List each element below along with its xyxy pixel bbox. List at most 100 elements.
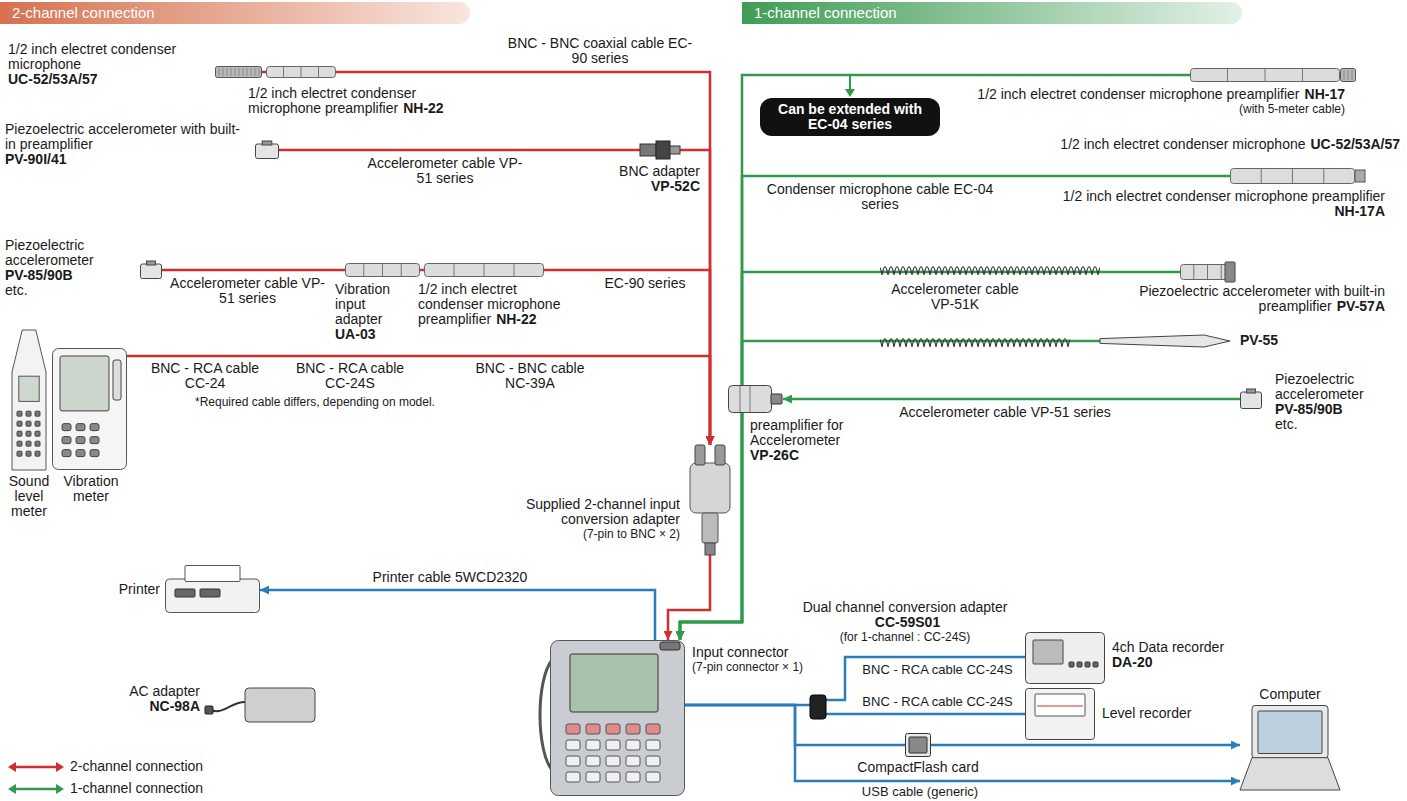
part-label: 1/2 inch electret condenser microphone p… xyxy=(1063,188,1385,204)
label-block: Computer xyxy=(1240,687,1340,702)
drawing-part xyxy=(35,421,40,426)
level-recorder: Level recorder xyxy=(1025,688,1095,740)
model-number: PV-55 xyxy=(1240,333,1320,348)
part-label: 1-channel connection xyxy=(754,5,1242,21)
compactflash-card-drawing xyxy=(905,733,931,757)
callout-arrowhead xyxy=(845,89,855,97)
preamplifier: 1/2 inch electret condenser microphone p… xyxy=(424,263,544,277)
data-recorder-drawing xyxy=(1025,632,1105,684)
drawing-part xyxy=(810,695,826,719)
section-header: 1-channel connection xyxy=(742,2,1242,24)
drawing-part xyxy=(646,756,660,766)
drawing-part xyxy=(1085,662,1090,667)
part-label: 1/2 inch electret condenser microphone p… xyxy=(248,85,416,116)
label-block: 2-channel connection xyxy=(0,2,470,21)
part-label: 1/2 inch electret condenser microphone xyxy=(1060,136,1305,152)
compactflash-card: CompactFlash card xyxy=(905,733,931,757)
drawing-part xyxy=(1225,262,1235,282)
vibration-meter: Vibration meter xyxy=(52,348,127,470)
drawing-part xyxy=(1247,389,1256,393)
drawing-part xyxy=(301,67,302,77)
part-label: etc. xyxy=(1275,417,1395,432)
accelerometer-preamplifier: preamplifier for AccelerometerVP-26C xyxy=(728,385,783,413)
drawing-part xyxy=(223,68,224,76)
part-label: Dual channel conversion adapter xyxy=(803,599,1008,615)
model-number: UC-52/53A/57 xyxy=(1311,137,1401,152)
conversion-adapter-drawing xyxy=(685,445,735,555)
drawing-part xyxy=(1069,662,1074,667)
cable-label-block: BNC - RCA cable CC-24S xyxy=(855,662,1020,677)
ac-adapter: AC adapterNC-98A xyxy=(205,680,315,725)
drawing-part xyxy=(26,451,31,456)
label-block: Piezoelectric accelerometer with built-i… xyxy=(1080,284,1385,314)
drawing-part xyxy=(185,566,240,582)
label-block: 1/2 inch electret condenser microphone p… xyxy=(418,282,583,327)
cable-label-block: Condenser microphone cable EC-04 series xyxy=(760,182,1000,212)
drawing-part xyxy=(1348,70,1349,80)
accelerometer: Piezoelectric accelerometerPV-85/90Betc. xyxy=(140,261,162,279)
drawing-part xyxy=(626,772,640,782)
part-label: CompactFlash card xyxy=(840,760,996,775)
input-adapter-drawing xyxy=(345,263,420,277)
drawing-part xyxy=(14,766,58,769)
label-block: Printer xyxy=(100,582,160,597)
drawing-part xyxy=(690,463,730,513)
drawing-part xyxy=(566,740,580,750)
drawing-part xyxy=(113,360,121,400)
sound-level-meter: Sound level meter xyxy=(12,330,46,470)
drawing-part xyxy=(454,264,455,276)
label-block: 1/2 inch electret condenser microphone p… xyxy=(1030,189,1385,219)
model-number: NH-17 xyxy=(1305,87,1345,102)
label-block: Sound level meter xyxy=(3,474,55,519)
drawing-part xyxy=(219,68,220,76)
drawing-part xyxy=(26,421,31,426)
drawing-part xyxy=(660,642,680,650)
conversion-adapter: Supplied 2-channel input conversion adap… xyxy=(685,445,735,555)
model-number: VP-52C xyxy=(590,179,700,194)
drawing-part xyxy=(200,589,220,597)
part-label: Computer xyxy=(1240,687,1340,702)
model-number: NH-17A xyxy=(1334,204,1385,219)
drawing-part xyxy=(14,788,58,791)
cable-label: Accelerometer cable VP-51 series xyxy=(368,155,523,186)
drawing-part xyxy=(750,386,751,412)
drawing-part xyxy=(606,740,620,750)
part-label: Vibration meter xyxy=(52,474,130,504)
drawing-part xyxy=(227,68,228,76)
cable-label: Condenser microphone cable EC-04 series xyxy=(767,181,993,212)
cable-line xyxy=(680,413,742,640)
cable-line xyxy=(680,341,1100,640)
drawing-part xyxy=(640,144,656,156)
preamplifier-drawing xyxy=(424,263,544,277)
drawing-part xyxy=(586,772,600,782)
part-label: (7-pin to BNC × 2) xyxy=(470,527,680,541)
drawing-part xyxy=(90,450,99,457)
drawing-part xyxy=(1258,711,1322,754)
drawing-part xyxy=(425,264,544,277)
coiled-cable xyxy=(880,266,1100,278)
drawing-part xyxy=(318,67,319,77)
drawing-part xyxy=(586,740,600,750)
drawing-part xyxy=(1026,689,1095,740)
drawing-part xyxy=(670,146,680,154)
drawing-part xyxy=(606,724,620,734)
printer-drawing xyxy=(165,565,260,613)
drawing-part xyxy=(626,740,640,750)
cable-label: Accelerometer cable VP-51 series xyxy=(170,275,325,306)
drawing-part xyxy=(147,261,156,265)
part-label: 1/2 inch electret condenser microphone p… xyxy=(418,281,560,327)
drawing-part xyxy=(1302,69,1303,81)
drawing-part xyxy=(646,724,660,734)
drawing-part xyxy=(17,421,22,426)
part-label: Can be extended with EC-04 series xyxy=(768,102,932,132)
drawing-part xyxy=(729,386,772,413)
cable-label-block: EC-90 series xyxy=(590,276,700,291)
drawing-part xyxy=(166,579,260,613)
cable-label: BNC - BNC coaxial cable EC-90 series xyxy=(508,35,692,66)
cable-label-block: BNC - RCA cable CC-24S xyxy=(855,694,1020,709)
cable-label: Accelerometer cable VP-51K xyxy=(891,281,1019,312)
preamplifier: 1/2 inch electret condenser microphone p… xyxy=(1230,168,1355,184)
drawing-part xyxy=(53,349,127,470)
